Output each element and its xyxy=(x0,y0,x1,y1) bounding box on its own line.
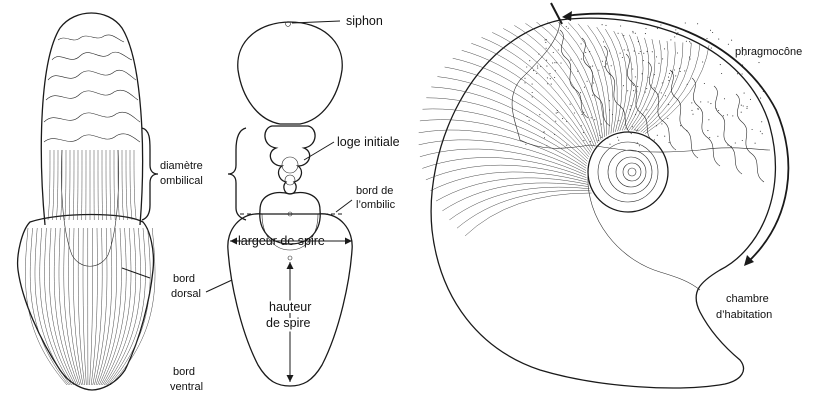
label-diametre: diamètre xyxy=(160,160,203,172)
label-chambre: chambre xyxy=(726,293,769,305)
front-sutures xyxy=(44,35,140,142)
umbilicus-spiral xyxy=(588,132,668,212)
lateral-stipple xyxy=(524,22,763,147)
front-hatching xyxy=(25,150,155,385)
label-siphon: siphon xyxy=(346,14,383,28)
shell-lateral-view xyxy=(419,18,776,388)
label-phragmocone: phragmocône xyxy=(735,46,802,58)
label-d-habitation: d’habitation xyxy=(716,309,772,321)
label-bord-dorsal-1: bord xyxy=(173,273,195,285)
section-bracket xyxy=(228,128,246,220)
label-largeur-de-spire: largeur de spire xyxy=(238,234,325,248)
label-l-ombilic: l’ombilic xyxy=(356,199,396,211)
label-loge-initiale: loge initiale xyxy=(337,135,400,149)
label-hauteur: hauteur xyxy=(269,300,311,314)
shell-front-view xyxy=(18,13,155,390)
diametre-ombilical-bracket xyxy=(142,128,158,220)
bord-dorsal-pointer-right xyxy=(206,280,232,292)
label-de-spire: de spire xyxy=(266,316,311,330)
siphon-dot xyxy=(288,256,292,260)
label-ombilical: ombilical xyxy=(160,175,203,187)
label-bord-ventral-1: bord xyxy=(173,366,195,378)
label-bord-dorsal-2: dorsal xyxy=(171,288,201,300)
label-bord-ventral-2: ventral xyxy=(170,381,203,393)
label-bord-de: bord de xyxy=(356,185,393,197)
bord-ombilic-pointer xyxy=(336,200,352,212)
lateral-ribs xyxy=(419,22,709,236)
